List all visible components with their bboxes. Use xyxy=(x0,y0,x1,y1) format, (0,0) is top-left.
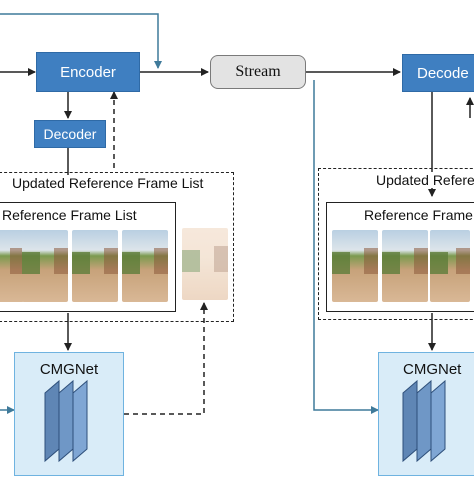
ref-list-label-left: Reference Frame List xyxy=(2,207,137,223)
top-feedback-arrow xyxy=(0,13,162,69)
updated-list-label-left: Updated Reference Frame List xyxy=(10,175,206,191)
cmgnet-box-left: CMGNet xyxy=(14,352,124,476)
reference-frame-thumb-2 xyxy=(22,230,68,302)
reference-frame-thumb-r3 xyxy=(430,230,470,302)
cmgnet-layers-icon-left xyxy=(44,379,88,463)
generated-frame-thumb xyxy=(182,228,228,300)
updated-list-label-right: Updated Refere xyxy=(374,172,474,188)
cmgnet-box-right: CMGNet xyxy=(378,352,474,476)
stream-box: Stream xyxy=(210,55,306,89)
cmgnet-label-left: CMGNet xyxy=(39,361,99,378)
reference-frame-thumb-3 xyxy=(72,230,118,302)
encoder-label: Encoder xyxy=(60,63,116,81)
decoder-label-left: Decoder xyxy=(43,126,97,142)
reference-frame-thumb-r1 xyxy=(332,230,378,302)
decoder-box-left: Decoder xyxy=(34,120,106,148)
cmgnet-dashed-output-arrow xyxy=(124,302,208,415)
updated-reference-frame-list-right xyxy=(318,168,474,320)
reference-frame-thumb-1 xyxy=(0,230,24,302)
decoder-box-right: Decode xyxy=(402,54,474,92)
decoder-label-right: Decode xyxy=(417,64,469,82)
encoder-box: Encoder xyxy=(36,52,140,92)
stream-to-cmgnet-arrow xyxy=(313,80,379,414)
reference-frame-thumb-r2 xyxy=(382,230,428,302)
ref-list-label-right: Reference Frame xyxy=(364,207,473,223)
stream-label: Stream xyxy=(235,63,281,80)
reference-frame-thumb-4 xyxy=(122,230,168,302)
updated-reference-frame-list-left xyxy=(0,172,234,322)
cmgnet-layers-icon-right xyxy=(402,379,446,463)
cmgnet-label-right: CMGNet xyxy=(403,361,462,378)
